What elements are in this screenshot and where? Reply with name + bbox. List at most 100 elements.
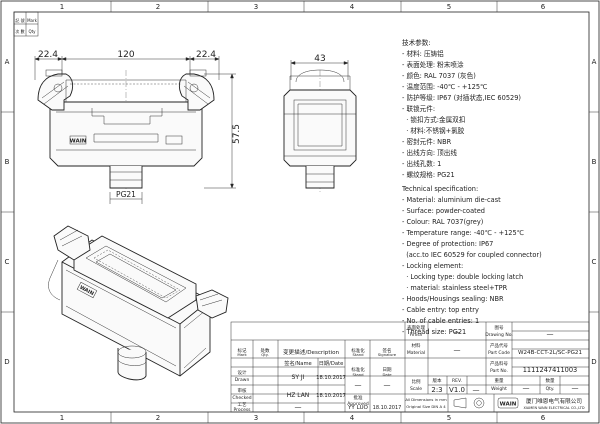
tb-part-code-en: Part Code [488,350,510,356]
std-value: — [355,381,362,389]
spec-en-line-13: - Thread size: PG21 [402,328,466,336]
spec-cn-line-9: - 密封元件: NBR [402,137,452,146]
tb-qty-en: Qty. [546,386,555,392]
spec-en-line-5: - Degree of protection: IP67 [402,240,493,248]
spec-en-line-4: - Temperature range: -40℃ - +125℃ [402,229,524,237]
drawn-en: Drawn [235,377,250,383]
std-header-2-en: Stand [352,372,364,377]
checked-cn: 审核 [238,387,247,394]
rev-std-header-en: Stand [352,352,364,357]
company-en: XIAMEN WAIN ELECTRICAL CO.,LTD [523,406,584,410]
rev-mark-en: Mark [237,352,247,357]
company-logo: WAIN [500,402,517,408]
tb-rev-en: REV. [452,378,462,384]
tb-scale-en: Scale [410,386,422,392]
tb-finish-cn: 表面处理 [407,324,425,331]
svg-text:Mark: Mark [27,18,38,23]
tb-scale-cn: 比例 [412,378,421,385]
approved-name: YY LUO [347,405,369,411]
spec-en-line-2: - Surface: powder-coated [402,207,485,215]
tb-part-code-value: W24B-CCT-2L/SC-PG21 [518,350,583,356]
tb-weight-value: — [523,384,530,392]
spec-en-line-1: - Material: aluminium die-cast [402,196,501,204]
projection-symbol [453,397,485,409]
spec-en-line-10: - Hoods/Housings sealing: NBR [402,295,504,303]
zone-top-6: 6 [541,3,546,11]
tb-material-cn: 材料 [412,342,421,349]
process-en: Process [233,407,251,413]
tb-dims-note: All Dimensions in mm [405,397,447,402]
std-header-2: 标准化 [351,366,365,373]
spec-en-line-0: Technical specification: [401,185,478,193]
tb-material-value: — [454,346,461,354]
drawn-name: SY JI [292,374,305,381]
spec-cn-line-4: - 温度范围: -40℃ - +125℃ [402,82,487,91]
tb-qty-value: — [572,384,579,392]
front-right-latch [178,69,215,111]
tb-part-no-cn: 产品料号 [490,360,508,367]
front-width-dimensions [34,56,220,80]
checked-name: HZ LAN [287,392,310,399]
process-name: — [295,403,302,411]
spec-cn-line-10: - 出线方向: 顶出线 [402,148,457,157]
spec-en-line-6: (acc.to IEC 60529 for coupled connector) [402,251,542,259]
sig-value: — [384,381,391,389]
date2-header: 日期 [383,367,392,373]
approved-cn: 批准 [354,394,363,401]
spec-cn-line-8: · 材料:不锈钢+氯胶 [402,126,465,135]
zone-top-3: 3 [254,3,258,11]
spec-cn-line-5: - 防护等级: IP67 (对插状态,IEC 60529) [402,93,521,102]
side-width-dimension [290,60,349,80]
spec-en-line-11: - Cable entry: top entry [402,306,479,314]
svg-text:次 數: 次 數 [15,28,24,34]
zone-bottom-2: 2 [156,414,160,422]
rev-sig-header-en: Signature [378,352,397,357]
tb-drawing-no-en: Drawing No. [485,332,513,338]
zone-top-1: 1 [60,3,64,11]
dim-right: 22.4 [196,50,216,60]
tb-weight-cn: 重量 [495,377,504,384]
tb-drawing-no-value: — [547,330,554,338]
spec-en-line-9: · material: stainless steel+TPR [402,284,508,292]
zone-bottom-3: 3 [254,414,258,422]
dim-height: 57.5 [232,124,242,144]
rev-change-cn: 处数 [261,347,270,354]
spec-cn-line-7: · 锁扣方式:金属双扣 [402,115,465,124]
spec-en-line-12: - No. of cable entries: 1 [402,317,479,325]
spec-en-line-3: - Colour: RAL 7037(grey) [402,218,483,226]
spec-cn-line-0: 技术参数: [402,38,431,47]
zone-top-5: 5 [447,3,451,11]
zone-left-c: C [5,258,10,266]
spec-en-line-7: - Locking element: [402,262,463,270]
dim-left: 22.4 [38,50,58,60]
tb-material-en: Material [407,350,425,356]
drawn-date: 18.10.2017 [316,375,346,381]
company-logo-box [497,397,519,409]
side-view: 43 [283,54,357,192]
zone-left-a: A [5,58,10,66]
spec-cn-line-2: - 表面处理: 粉末喷涂 [402,60,464,69]
zone-right-c: C [592,258,597,266]
name-header: 签名/Name [284,359,311,367]
spec-cn-line-1: - 材料: 压铸铝 [402,49,444,58]
spec-cn: 技术参数: - 材料: 压铸铝 - 表面处理: 粉末喷涂 - 颜色: RAL 7… [402,38,521,179]
date2-header-en: Date [382,372,392,377]
corner-tab: 記 號 Mark 次 數 Qty [13,11,39,37]
tb-finish-en: Finish [410,332,423,338]
rev-std-header: 标准化 [351,347,365,354]
isometric-view: WAIN [48,225,229,381]
zone-right-d: D [591,358,596,366]
zone-left-d: D [4,358,9,366]
rev-mark-cn: 标记 [238,347,247,354]
svg-text:記 號: 記 號 [15,17,24,23]
front-left-latch [37,69,74,111]
front-logo: WAIN [70,139,87,145]
tb-drawing-no-cn: 图号 [495,325,504,331]
checked-en: Checked [232,395,251,401]
tb-finish-value: — [454,328,461,336]
drawn-cn: 设计 [238,369,247,376]
approved-en: Approved [347,401,369,407]
zone-bottom-5: 5 [447,414,451,422]
